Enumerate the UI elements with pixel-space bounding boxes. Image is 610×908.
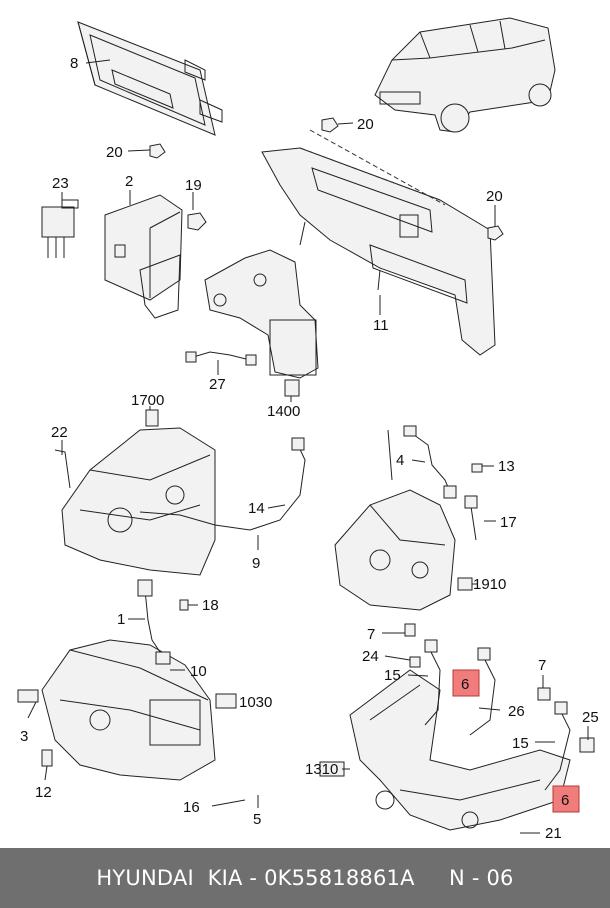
engine-block (17, 639, 216, 781)
callout-5: 5 (253, 811, 261, 828)
callout-6-upper: 6 (461, 676, 469, 693)
callout-20-top: 20 (357, 116, 374, 133)
callout-15-left: 15 (384, 667, 401, 684)
callout-18: 18 (202, 597, 219, 614)
ecu-bracket (261, 129, 496, 356)
callout-11: 11 (373, 317, 389, 334)
nut-fastener (149, 117, 504, 241)
crank-sensor-wire (137, 579, 189, 665)
callout-24: 24 (362, 648, 379, 665)
callout-15-right: 15 (512, 735, 529, 752)
callout-12: 12 (35, 784, 52, 801)
callout-27: 27 (209, 376, 226, 393)
callout-1910: 1910 (473, 576, 506, 593)
callout-1400: 1400 (267, 403, 300, 420)
control-unit (104, 194, 183, 319)
callout-16: 16 (183, 799, 200, 816)
callout-7-left: 7 (367, 626, 375, 643)
callout-10: 10 (190, 663, 207, 680)
callout-9: 9 (252, 555, 260, 572)
callout-1310: 1310 (305, 761, 338, 778)
callout-13: 13 (498, 458, 515, 475)
callout-1030: 1030 (239, 694, 272, 711)
callout-19: 19 (185, 177, 202, 194)
sensor-1030 (215, 693, 237, 709)
callout-22: 22 (51, 424, 68, 441)
callout-14: 14 (248, 500, 265, 517)
callout-8: 8 (70, 55, 78, 72)
parts-diagram: 8 20 20 20 23 2 19 11 27 1400 1700 22 14… (17, 17, 599, 842)
callout-1: 1 (117, 611, 125, 628)
relay (41, 199, 79, 258)
part-number-footer: HYUNDAI KIA - 0K55818861A N - 06 (0, 848, 610, 908)
auto-transaxle (334, 429, 473, 611)
callout-17: 17 (500, 514, 517, 531)
callout-23: 23 (52, 175, 69, 192)
callout-3: 3 (20, 728, 28, 745)
callout-1700: 1700 (131, 392, 164, 409)
highlight-6-lower (552, 785, 580, 813)
callout-6-lower: 6 (561, 792, 569, 809)
sensor-harness (139, 437, 306, 531)
callout-7-right: 7 (538, 657, 546, 674)
exhaust-manifold (319, 669, 571, 831)
highlight-6-upper (452, 669, 480, 697)
callout-20-left: 20 (106, 144, 123, 161)
ecu-module (77, 21, 223, 136)
booster-assembly (204, 249, 319, 397)
callout-26: 26 (508, 703, 525, 720)
transaxle (54, 409, 216, 576)
vehicle-illustration (374, 17, 556, 133)
callout-20-right: 20 (486, 188, 503, 205)
callout-21: 21 (545, 825, 562, 842)
o2-sensor-upper (403, 425, 483, 541)
callout-4: 4 (396, 452, 404, 469)
callout-25: 25 (582, 709, 599, 726)
speed-sensor-wire (185, 351, 257, 366)
o2-sensor-lower (404, 623, 595, 791)
callout-2: 2 (125, 173, 133, 190)
leader-lines (27, 59, 589, 834)
